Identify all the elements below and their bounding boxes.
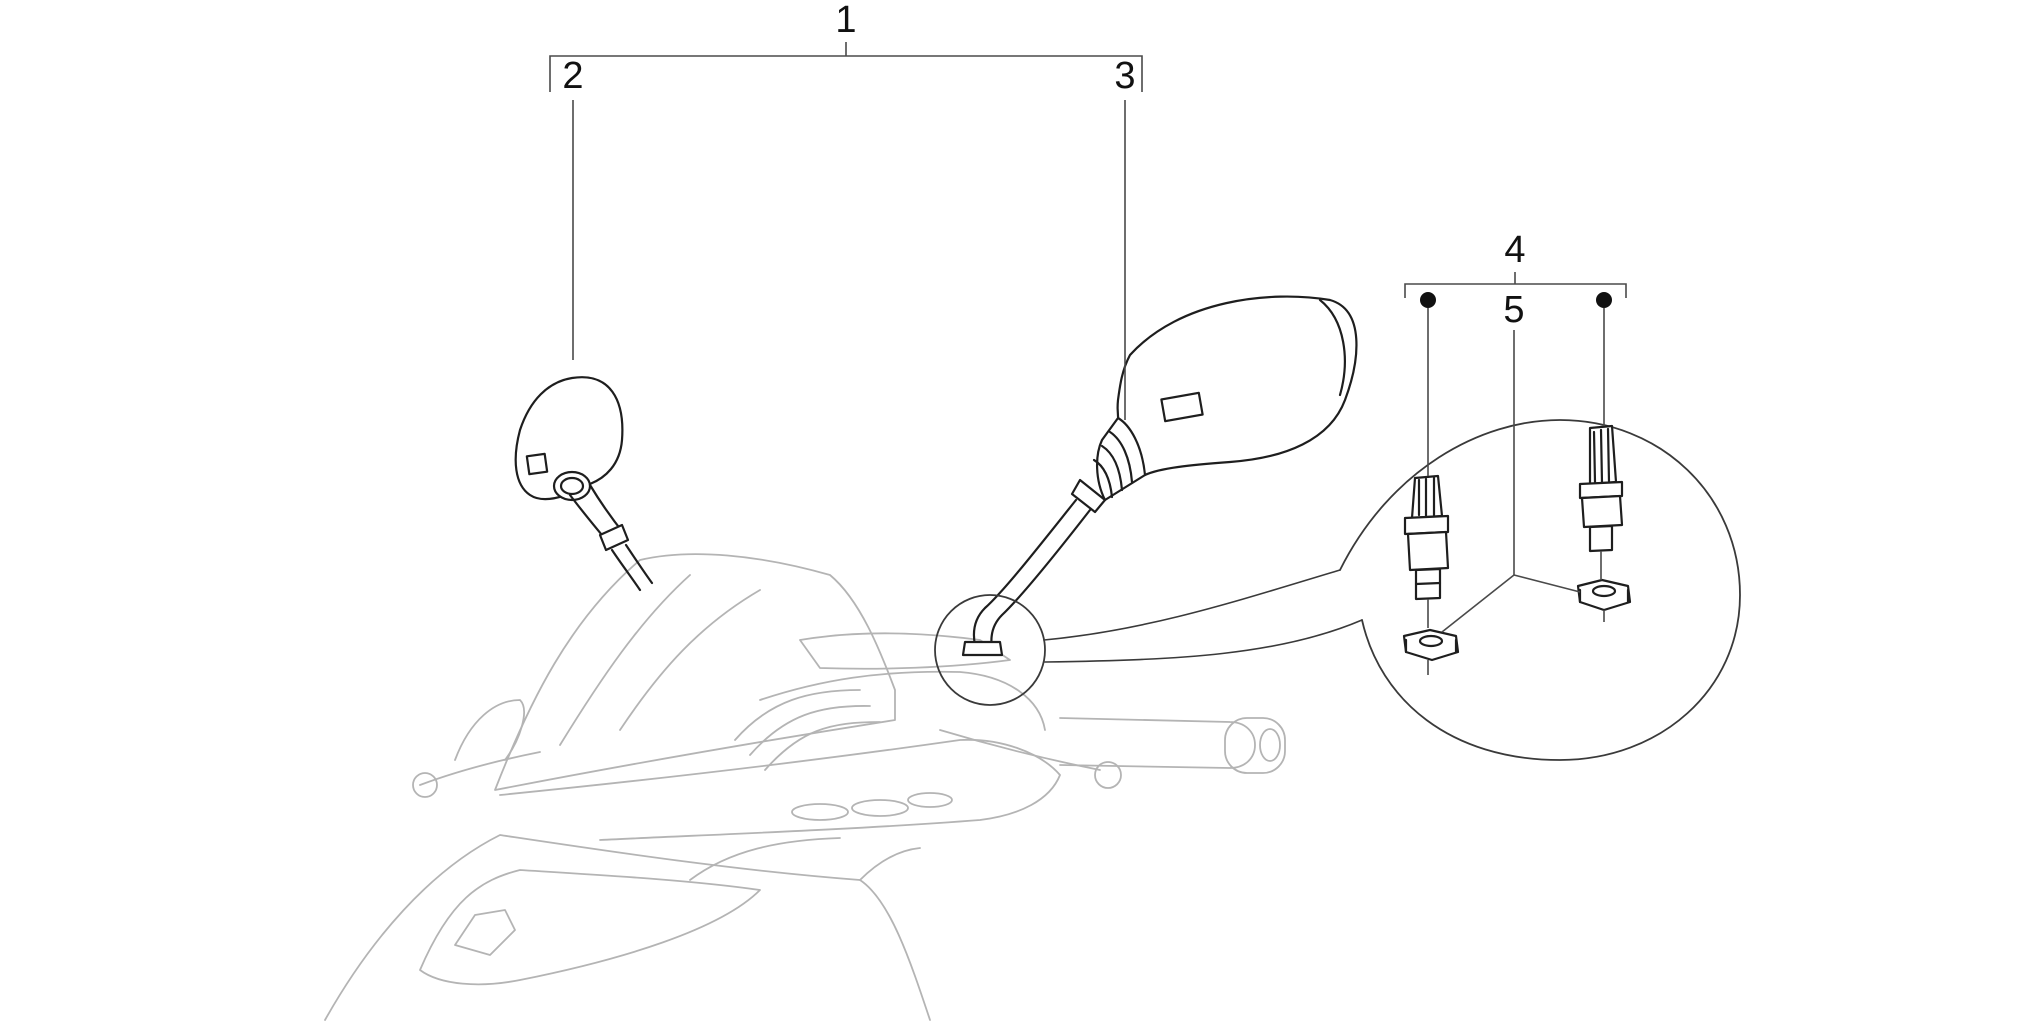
callout-1: 1 bbox=[835, 0, 856, 41]
nut-right bbox=[1576, 578, 1632, 612]
brake-lever bbox=[939, 729, 1101, 771]
handlebar-grip bbox=[1059, 717, 1256, 769]
right-mirror bbox=[961, 295, 1358, 657]
detail-view bbox=[1339, 419, 1741, 761]
callout-dot-right bbox=[1596, 292, 1612, 308]
callout-3: 3 bbox=[1114, 55, 1135, 97]
front-body bbox=[324, 834, 931, 1021]
callout-5: 5 bbox=[1503, 289, 1524, 331]
callout-dot-left bbox=[1420, 292, 1436, 308]
callout-4: 4 bbox=[1504, 229, 1525, 271]
left-mirror bbox=[514, 376, 654, 592]
nut-left bbox=[1402, 628, 1460, 662]
leader-lines bbox=[549, 42, 1627, 675]
detail-magnifier-source bbox=[934, 594, 1046, 706]
adapter-bolt-left bbox=[1403, 474, 1450, 601]
scooter-front-outline bbox=[324, 553, 1286, 1021]
magnifier-connector-top bbox=[1043, 569, 1341, 641]
magnifier-connector-bottom bbox=[1044, 619, 1363, 663]
handlebar-cowl bbox=[499, 738, 1061, 841]
adapter-bolt-right bbox=[1578, 424, 1624, 553]
callout-2: 2 bbox=[562, 55, 583, 97]
fairing bbox=[494, 553, 896, 791]
left-lever bbox=[419, 751, 541, 786]
